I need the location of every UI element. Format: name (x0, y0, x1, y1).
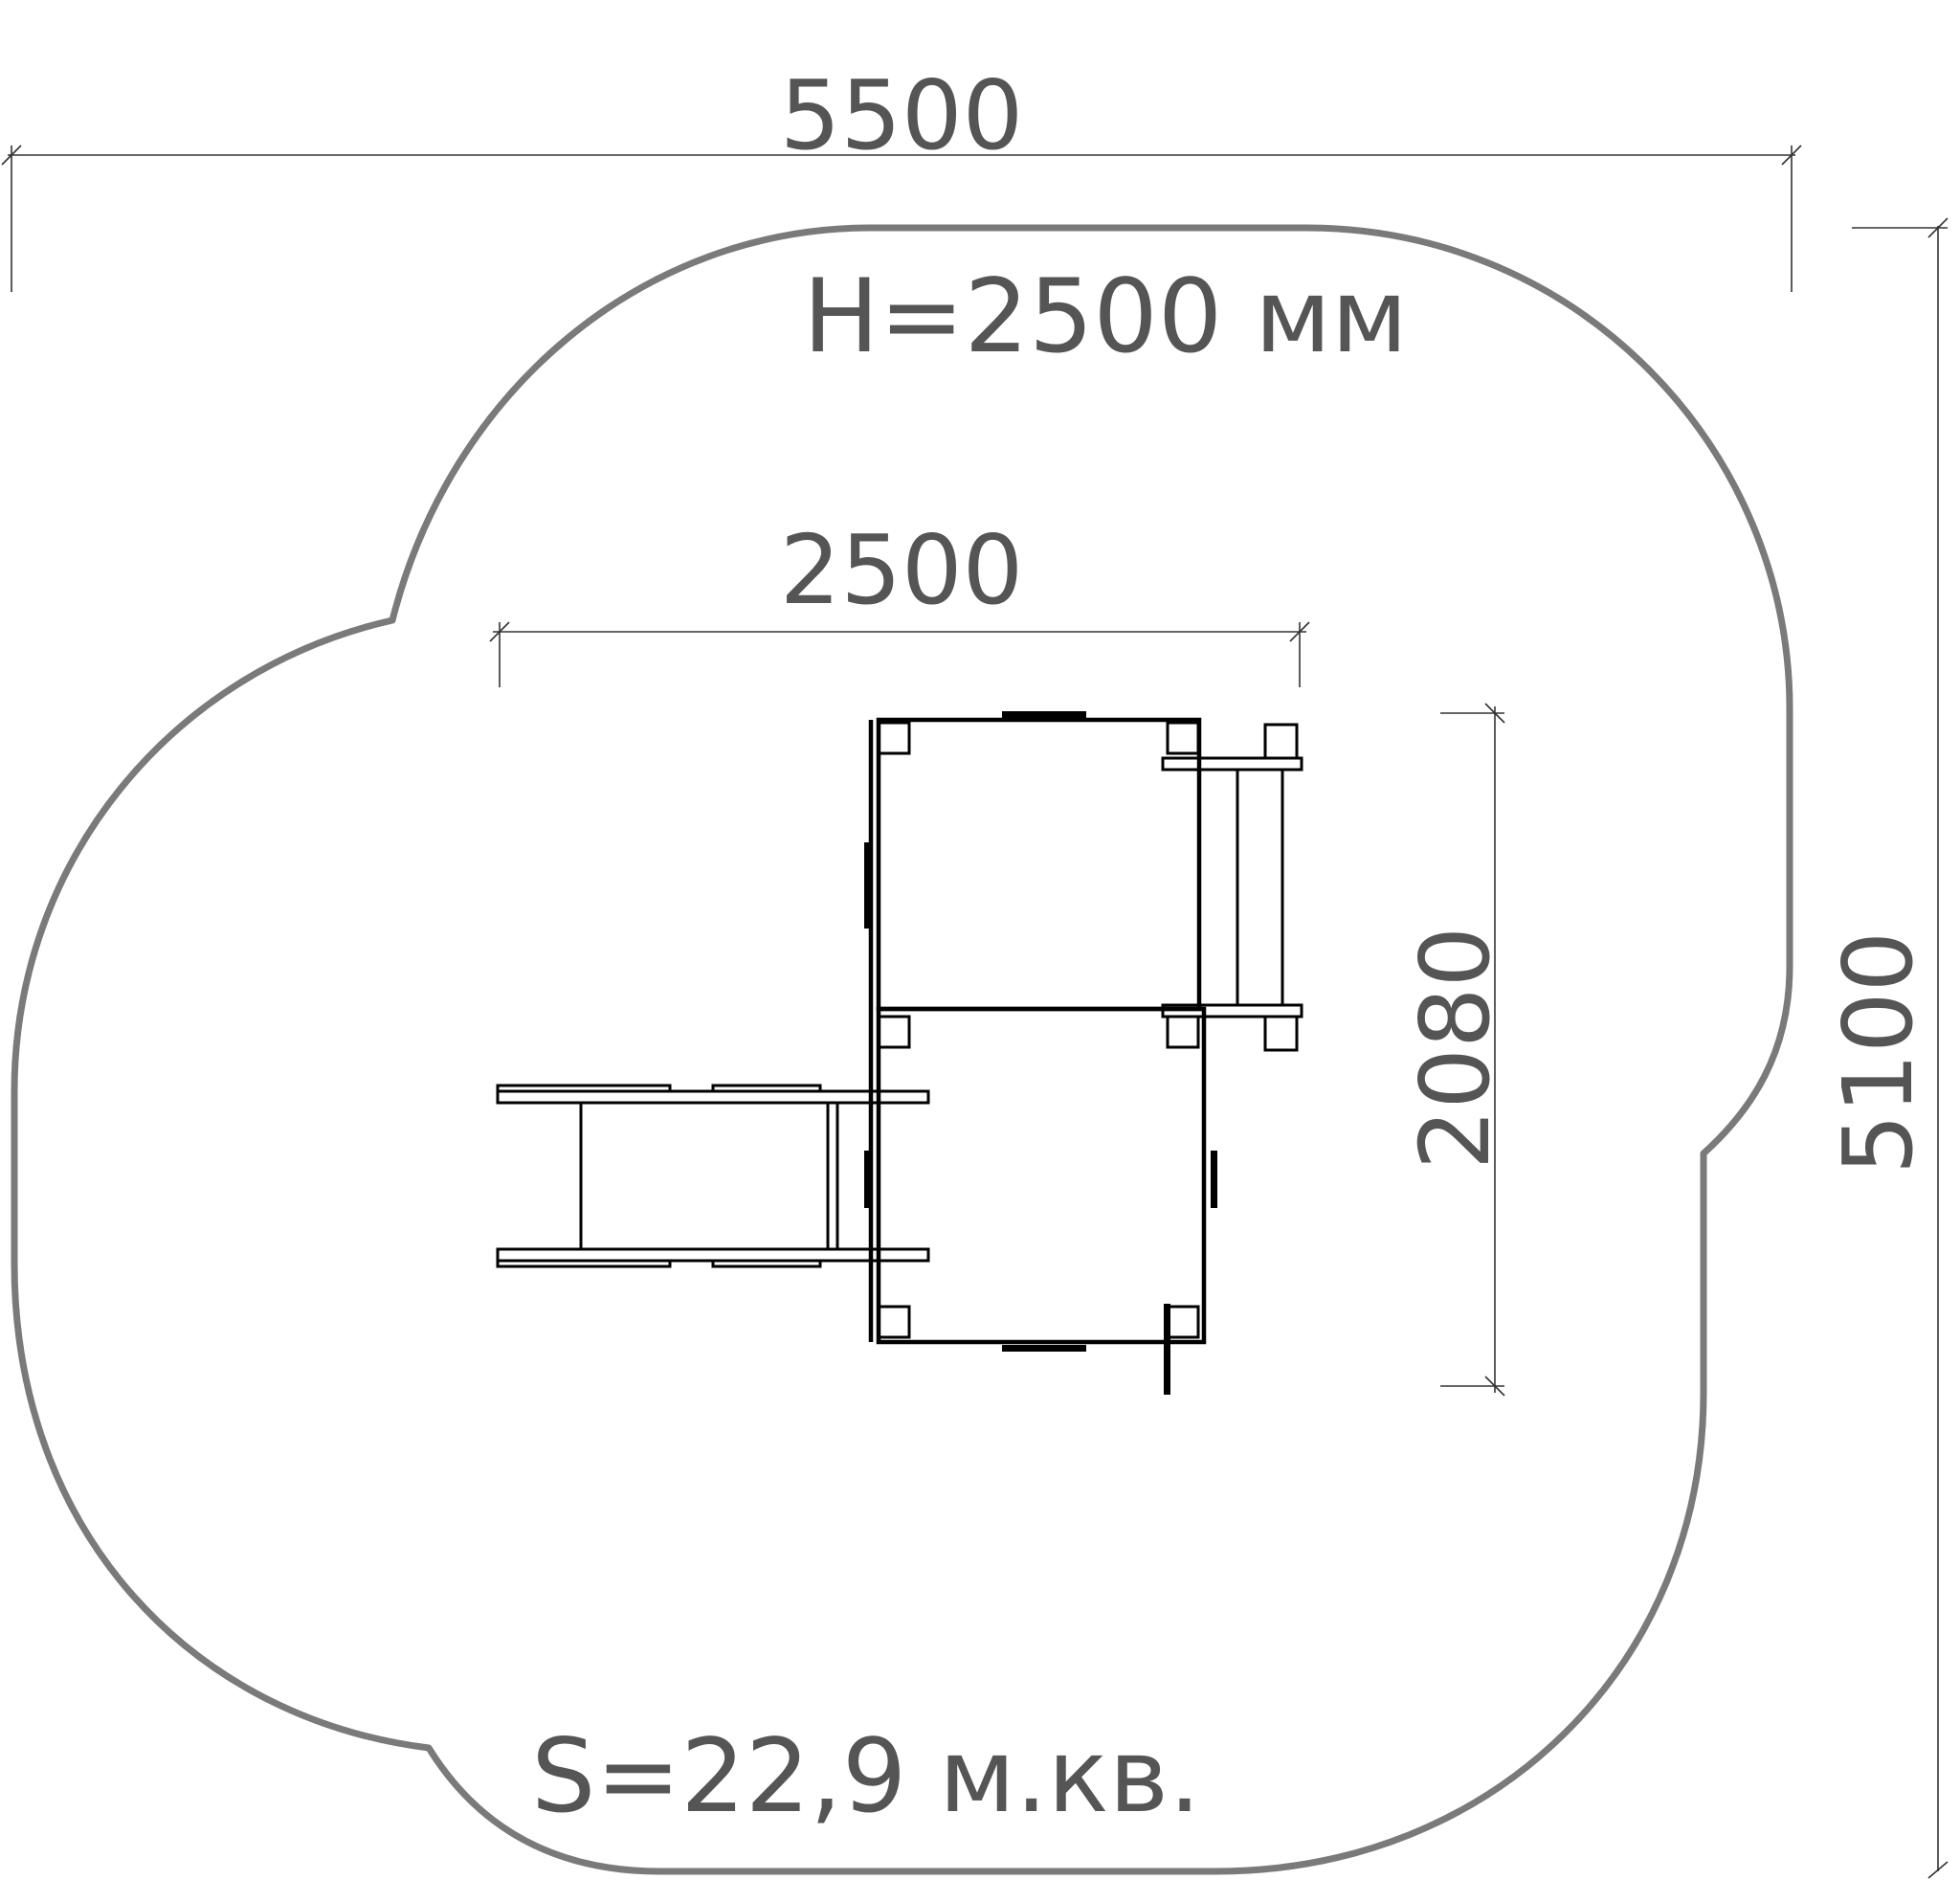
overall-depth-label: 5100 (1822, 931, 1934, 1175)
area-label: S=22,9 м.кв. (531, 1717, 1201, 1835)
overall-depth-dimension: 5100 (1822, 217, 1949, 1879)
equipment-width-dimension: 2500 (489, 514, 1310, 687)
equipment-plan (496, 711, 1303, 1395)
equipment-depth-label: 2080 (1399, 927, 1511, 1171)
ladder (1161, 723, 1303, 1052)
slide (496, 1084, 930, 1268)
safety-zone-outline (11, 224, 1793, 1875)
equipment-depth-dimension: 2080 (1399, 703, 1511, 1397)
equipment-width-label: 2500 (780, 514, 1024, 626)
height-label: H=2500 мм (803, 257, 1408, 375)
overall-width-dimension: 5500 (1, 59, 1802, 292)
overall-width-label: 5500 (780, 59, 1024, 171)
lower-deck (876, 1006, 1207, 1345)
upper-deck (876, 717, 1202, 1012)
